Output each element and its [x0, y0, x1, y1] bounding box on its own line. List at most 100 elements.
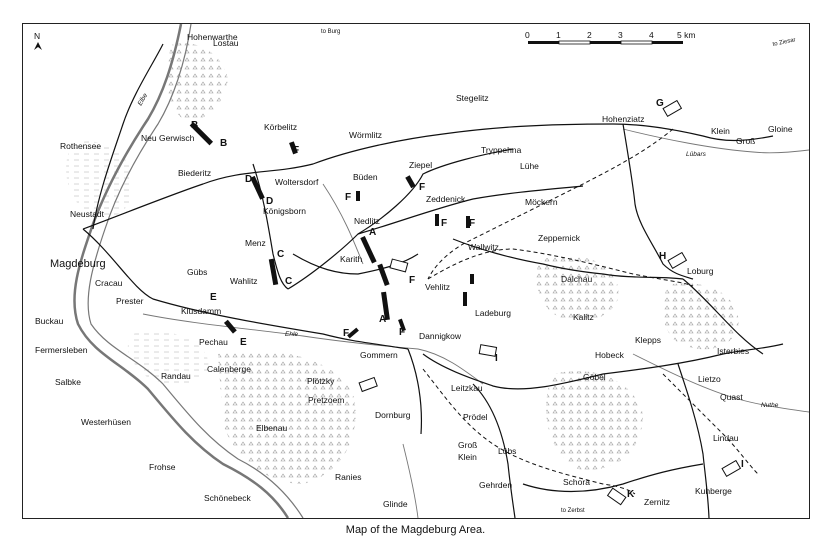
scale-tick-4: 4: [649, 30, 654, 40]
place-zernitz: Zernitz: [644, 497, 670, 507]
unit-label-d2: D: [266, 196, 273, 207]
place-hohenwarthe: Hohenwarthe: [187, 32, 238, 42]
north-arrow: N: [34, 31, 42, 50]
place-rothensee: Rothensee: [60, 141, 101, 151]
place-hobeck: Hobeck: [595, 350, 625, 360]
unit-label-i-mid: I: [495, 353, 498, 364]
unit-label-f2: F: [345, 192, 351, 203]
forest-hohenwarthe: [166, 43, 228, 120]
place-tryppehna: Tryppehna: [481, 145, 522, 155]
road-label-to-ziesar: to Ziesar: [772, 37, 796, 48]
unit-block-k: [606, 487, 627, 506]
magdeburg-map: 0 1 2 3 4 5 km N Elbe Ehle Nuthe Lübars …: [34, 24, 809, 518]
scale-bar-seg5: [652, 41, 683, 44]
place-isterbies: Isterbies: [717, 346, 749, 356]
troop-positions: [189, 121, 474, 339]
place-kalitz: Kalitz: [573, 312, 594, 322]
place-buckau: Buckau: [35, 316, 64, 326]
scale-tick-0: 0: [525, 30, 530, 40]
place-glinde: Glinde: [383, 499, 408, 509]
unit-label-f8: F: [409, 275, 415, 286]
place-magdeburg: Magdeburg: [50, 258, 106, 270]
place-quast: Quast: [720, 392, 743, 402]
place-zeppernick: Zeppernick: [538, 233, 581, 243]
troop-bar-c: [268, 258, 279, 286]
troop-bar-f3: [405, 175, 416, 189]
scale-tick-1: 1: [556, 30, 561, 40]
unit-block-i-mid: [478, 344, 498, 357]
place-woltersdorf: Woltersdorf: [275, 177, 319, 187]
forest-loburg: [661, 283, 739, 350]
unit-label-f6: F: [343, 328, 349, 339]
place-konigsborn: Königsborn: [263, 206, 306, 216]
place-hohenziatz: Hohenziatz: [602, 114, 645, 124]
scale-tick-3: 3: [618, 30, 623, 40]
place-wahlitz: Wahlitz: [230, 276, 258, 286]
place-gross-north: Groß: [736, 136, 755, 146]
place-dalchau: Dalchau: [561, 274, 592, 284]
troop-bar-b: [189, 121, 214, 146]
place-karith: Karith: [340, 254, 362, 264]
unit-label-f7: F: [399, 327, 405, 338]
road-4: [287, 148, 514, 290]
road-11: [472, 383, 516, 518]
scale-bar-seg1: [528, 41, 559, 44]
scale-bar-seg4: [620, 40, 653, 45]
place-gommern: Gommern: [360, 350, 398, 360]
place-gloine: Gloine: [768, 124, 793, 134]
place-ziepel: Ziepel: [409, 160, 432, 170]
place-salbke: Salbke: [55, 377, 81, 387]
place-gubs: Gübs: [187, 267, 207, 277]
place-fermersleben: Fermersleben: [35, 345, 88, 355]
road-14: [522, 463, 704, 493]
map-frame: 0 1 2 3 4 5 km N Elbe Ehle Nuthe Lübars …: [22, 23, 810, 519]
small-stream-2: [402, 443, 419, 518]
place-wallwitz: Wallwitz: [468, 242, 499, 252]
road-9: [682, 278, 764, 355]
place-prester: Prester: [116, 296, 144, 306]
place-pechau: Pechau: [199, 337, 228, 347]
place-kuhberge: Kuhberge: [695, 486, 732, 496]
road-16: [92, 43, 164, 230]
place-neu-gerwisch: Neu Gerwisch: [141, 133, 195, 143]
place-neustadt: Neustadt: [70, 209, 105, 219]
streams: [142, 128, 809, 518]
unit-label-e2: E: [240, 337, 247, 348]
place-menz: Menz: [245, 238, 266, 248]
road-12: [407, 348, 422, 435]
unit-label-k: K: [627, 489, 635, 500]
troop-bar-a3: [381, 291, 390, 321]
place-dornburg: Dornburg: [375, 410, 411, 420]
river-label-elbe: Elbe: [137, 92, 150, 107]
troop-bar-f7: [398, 318, 406, 332]
route-1: [427, 128, 674, 280]
unit-label-d1: D: [245, 174, 252, 185]
road-8: [452, 238, 684, 280]
unit-block-i-east: [721, 459, 742, 478]
unit-label-a1: A: [369, 227, 376, 238]
route-2: [427, 248, 694, 287]
troop-bar-f5: [466, 216, 470, 228]
troop-bar-e: [223, 319, 237, 334]
troop-bar-v1: [470, 274, 474, 284]
place-klepps: Klepps: [635, 335, 661, 345]
scale-bar-seg2: [558, 40, 591, 45]
unit-label-b1: B: [191, 120, 198, 131]
unit-label-c1: C: [277, 249, 284, 260]
river-label-nuthe: Nuthe: [761, 402, 779, 409]
place-elbenau: Elbenau: [256, 423, 287, 433]
place-stegelitz: Stegelitz: [456, 93, 489, 103]
place-frohse: Frohse: [149, 462, 176, 472]
road-13: [677, 363, 710, 518]
place-wormlitz: Wörmlitz: [349, 130, 382, 140]
road-6: [612, 123, 774, 142]
unit-block-dornburg: [358, 376, 378, 393]
scale-bar-seg3: [590, 41, 621, 44]
road-1: [82, 123, 614, 230]
route-3: [422, 368, 636, 495]
unit-label-a2: A: [379, 314, 386, 325]
place-labels: Hohenwarthe Lostau Rothensee Neu Gerwisc…: [35, 32, 793, 509]
unit-block-vehlitz: [389, 258, 409, 273]
troop-bar-f4: [435, 214, 439, 226]
unit-blocks: [358, 99, 742, 506]
